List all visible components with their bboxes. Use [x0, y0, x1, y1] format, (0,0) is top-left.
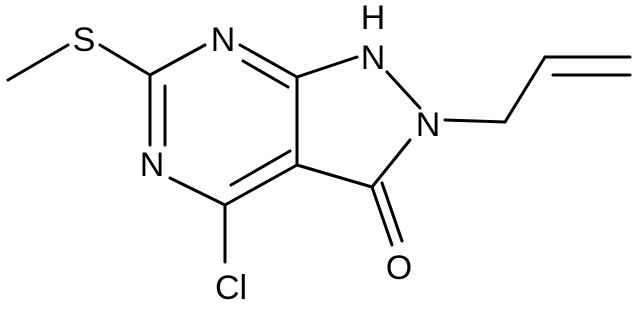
bond-c6-ntop [148, 43, 207, 77]
bond-methyl-s [6, 43, 70, 82]
atom-nh-n: N [361, 39, 386, 77]
bond-n-ch2 [443, 118, 507, 124]
atom-sulfur: S [73, 21, 96, 59]
atom-n-top: N [211, 21, 236, 59]
atom-n-right: N [416, 106, 441, 144]
bonds [6, 43, 632, 264]
bond-c3-o-inner [380, 181, 404, 243]
bond-nh-nright [385, 70, 422, 110]
bond-c7a-nh [295, 55, 359, 79]
bond-nright-c3 [370, 138, 412, 189]
atom-n-left: N [140, 146, 165, 184]
bond-c3a-c4-inner [229, 149, 292, 187]
atom-chlorine: Cl [215, 269, 247, 307]
bond-ntop-c7a-inner [241, 59, 290, 89]
bond-c3-o [370, 185, 394, 247]
atom-oxygen: O [386, 249, 412, 287]
bond-ch2-ch [503, 55, 547, 124]
bond-s-c6 [98, 43, 152, 77]
bond-c3-c3a [295, 163, 374, 189]
bond-c4-nleft [168, 176, 227, 207]
atom-labels: S N H N N N Cl O [73, 0, 441, 307]
bond-ntop-c7a [238, 43, 299, 79]
atom-nh-h: H [361, 0, 386, 37]
bond-c3a-c4 [223, 163, 299, 207]
